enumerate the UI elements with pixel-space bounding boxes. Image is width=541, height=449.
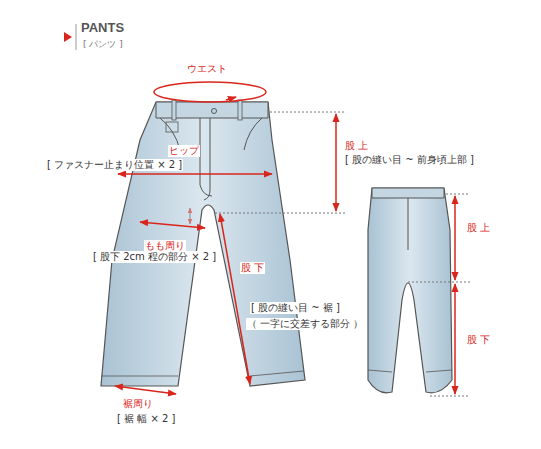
label-text: 股 下	[466, 334, 491, 346]
label-text: [ パンツ ]	[82, 38, 124, 50]
label-text: 股 上	[466, 222, 491, 234]
label-text: [ 股の縫い目 ~ 前身頃上部 ]	[344, 154, 475, 166]
label-text: 股 上	[344, 140, 369, 152]
label-text: 股 下	[240, 262, 265, 274]
label-text: ウエスト	[186, 63, 228, 75]
label-text: [ 股下 2cm 程の部分 × 2 ]	[92, 251, 217, 263]
label-text: 裾周り	[122, 398, 154, 410]
label-text: （ 一字に交差する部分 ）	[246, 318, 364, 330]
label-text: [ 裾 幅 × 2 ]	[116, 413, 176, 425]
label-text: [ ファスナー止まり位置 × 2 ]	[46, 159, 183, 171]
label-text: ヒップ	[168, 145, 200, 157]
label-text: PANTS	[80, 22, 125, 34]
label-text: [ 股の縫い目 ~ 裾 ]	[250, 302, 341, 314]
